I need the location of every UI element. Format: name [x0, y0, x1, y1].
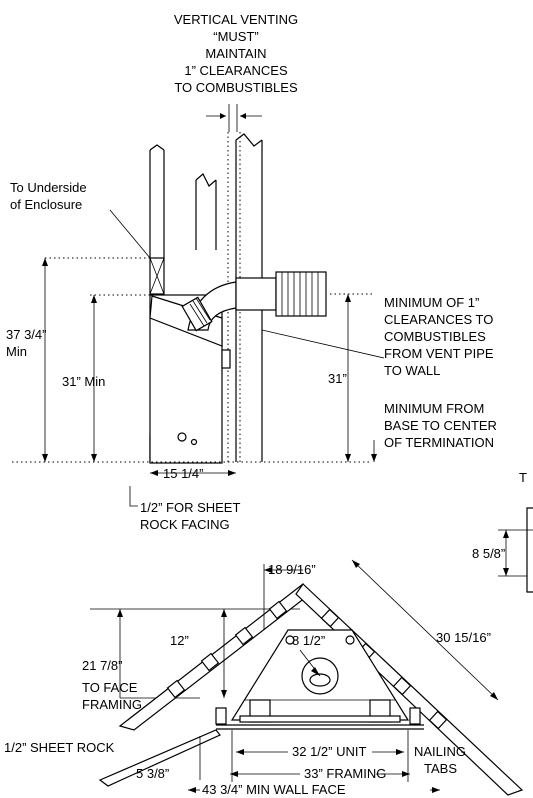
dim-face-3: FRAMING — [82, 697, 142, 712]
dimension-15-1-4 — [150, 470, 236, 476]
corner-view-drawing — [90, 583, 524, 796]
dim-depth: 12” — [170, 633, 189, 648]
dim-30-15-16-lines — [351, 559, 499, 701]
underside-leader — [109, 209, 151, 259]
underside-label-1: To Underside — [10, 180, 87, 195]
dim-12-lines — [221, 609, 227, 698]
dim-8-1-2-lines — [299, 649, 321, 677]
title-line-4: 1” CLEARANCES — [184, 63, 288, 78]
clearance-note: MINIMUM OF 1” CLEARANCES TO COMBUSTIBLES… — [384, 295, 494, 378]
minimum-note-3: OF TERMINATION — [384, 435, 494, 450]
dim-unit: 32 1/2” UNIT — [292, 744, 366, 759]
dim-wall: 43 3/4” MIN WALL FACE — [202, 782, 346, 797]
sheet-rock-label: 1/2” SHEET ROCK — [4, 740, 115, 755]
dim-face-2: TO FACE — [82, 680, 138, 695]
clearance-leader — [261, 329, 385, 359]
minimum-note-2: BASE TO CENTER — [384, 418, 497, 433]
minimum-note-1: MINIMUM FROM — [384, 401, 484, 416]
clearance-note-2: CLEARANCES TO — [384, 312, 493, 327]
dim-termination: 31” — [328, 371, 347, 386]
clearance-note-5: TO WALL — [384, 363, 440, 378]
dim-framing: 33” FRAMING — [304, 766, 386, 781]
dim-wall-lines — [188, 787, 440, 793]
dim-21-7-8-lines — [117, 609, 123, 698]
dim-framing-lines — [230, 771, 410, 777]
clearance-note-4: FROM VENT PIPE — [384, 346, 494, 361]
dim-18-9-16-lines — [263, 564, 303, 630]
title-line-2: “MUST” — [213, 29, 259, 44]
sheet-rock-note-1: 1/2” FOR SHEET — [140, 500, 240, 515]
dim-overall-1: 37 3/4” — [6, 327, 46, 342]
dimension-31-termination — [345, 294, 377, 462]
dimension-37-3-4 — [42, 258, 48, 462]
sheet-rock-bracket — [129, 486, 138, 507]
dim-top: 18 9/16” — [268, 562, 316, 577]
dim-width: 15 1/4” — [163, 466, 203, 481]
underside-label-2: of Enclosure — [10, 197, 82, 212]
side-view-drawing — [12, 132, 372, 464]
dimension-31-min — [91, 295, 97, 462]
partial-letter: T — [519, 470, 527, 485]
dim-unit-lines — [236, 749, 404, 755]
partial-dim: 8 5/8” — [472, 546, 505, 561]
nailing-label-1: NAILING — [414, 744, 466, 759]
vertical-venting-title: VERTICAL VENTING “MUST” MAINTAIN 1” CLEA… — [174, 12, 298, 95]
clearance-arrows — [206, 104, 262, 132]
dim-diagonal: 30 15/16” — [436, 630, 491, 645]
title-line-5: TO COMBUSTIBLES — [174, 80, 298, 95]
dim-overall-2: Min — [6, 344, 27, 359]
dim-height: 31” Min — [62, 374, 105, 389]
dim-face-1: 21 7/8” — [82, 658, 122, 673]
partial-view: T 8 5/8” — [472, 470, 533, 593]
dim-center: 8 1/2” — [292, 633, 325, 648]
minimum-note: MINIMUM FROM BASE TO CENTER OF TERMINATI… — [384, 401, 497, 450]
title-line-3: MAINTAIN — [205, 46, 266, 61]
dim-offset: 5 3/8” — [136, 766, 169, 781]
title-line-1: VERTICAL VENTING — [174, 12, 298, 27]
sheet-rock-note-2: ROCK FACING — [140, 517, 230, 532]
clearance-note-1: MINIMUM OF 1” — [384, 295, 479, 310]
clearance-note-3: COMBUSTIBLES — [384, 329, 486, 344]
nailing-label-2: TABS — [424, 761, 457, 776]
